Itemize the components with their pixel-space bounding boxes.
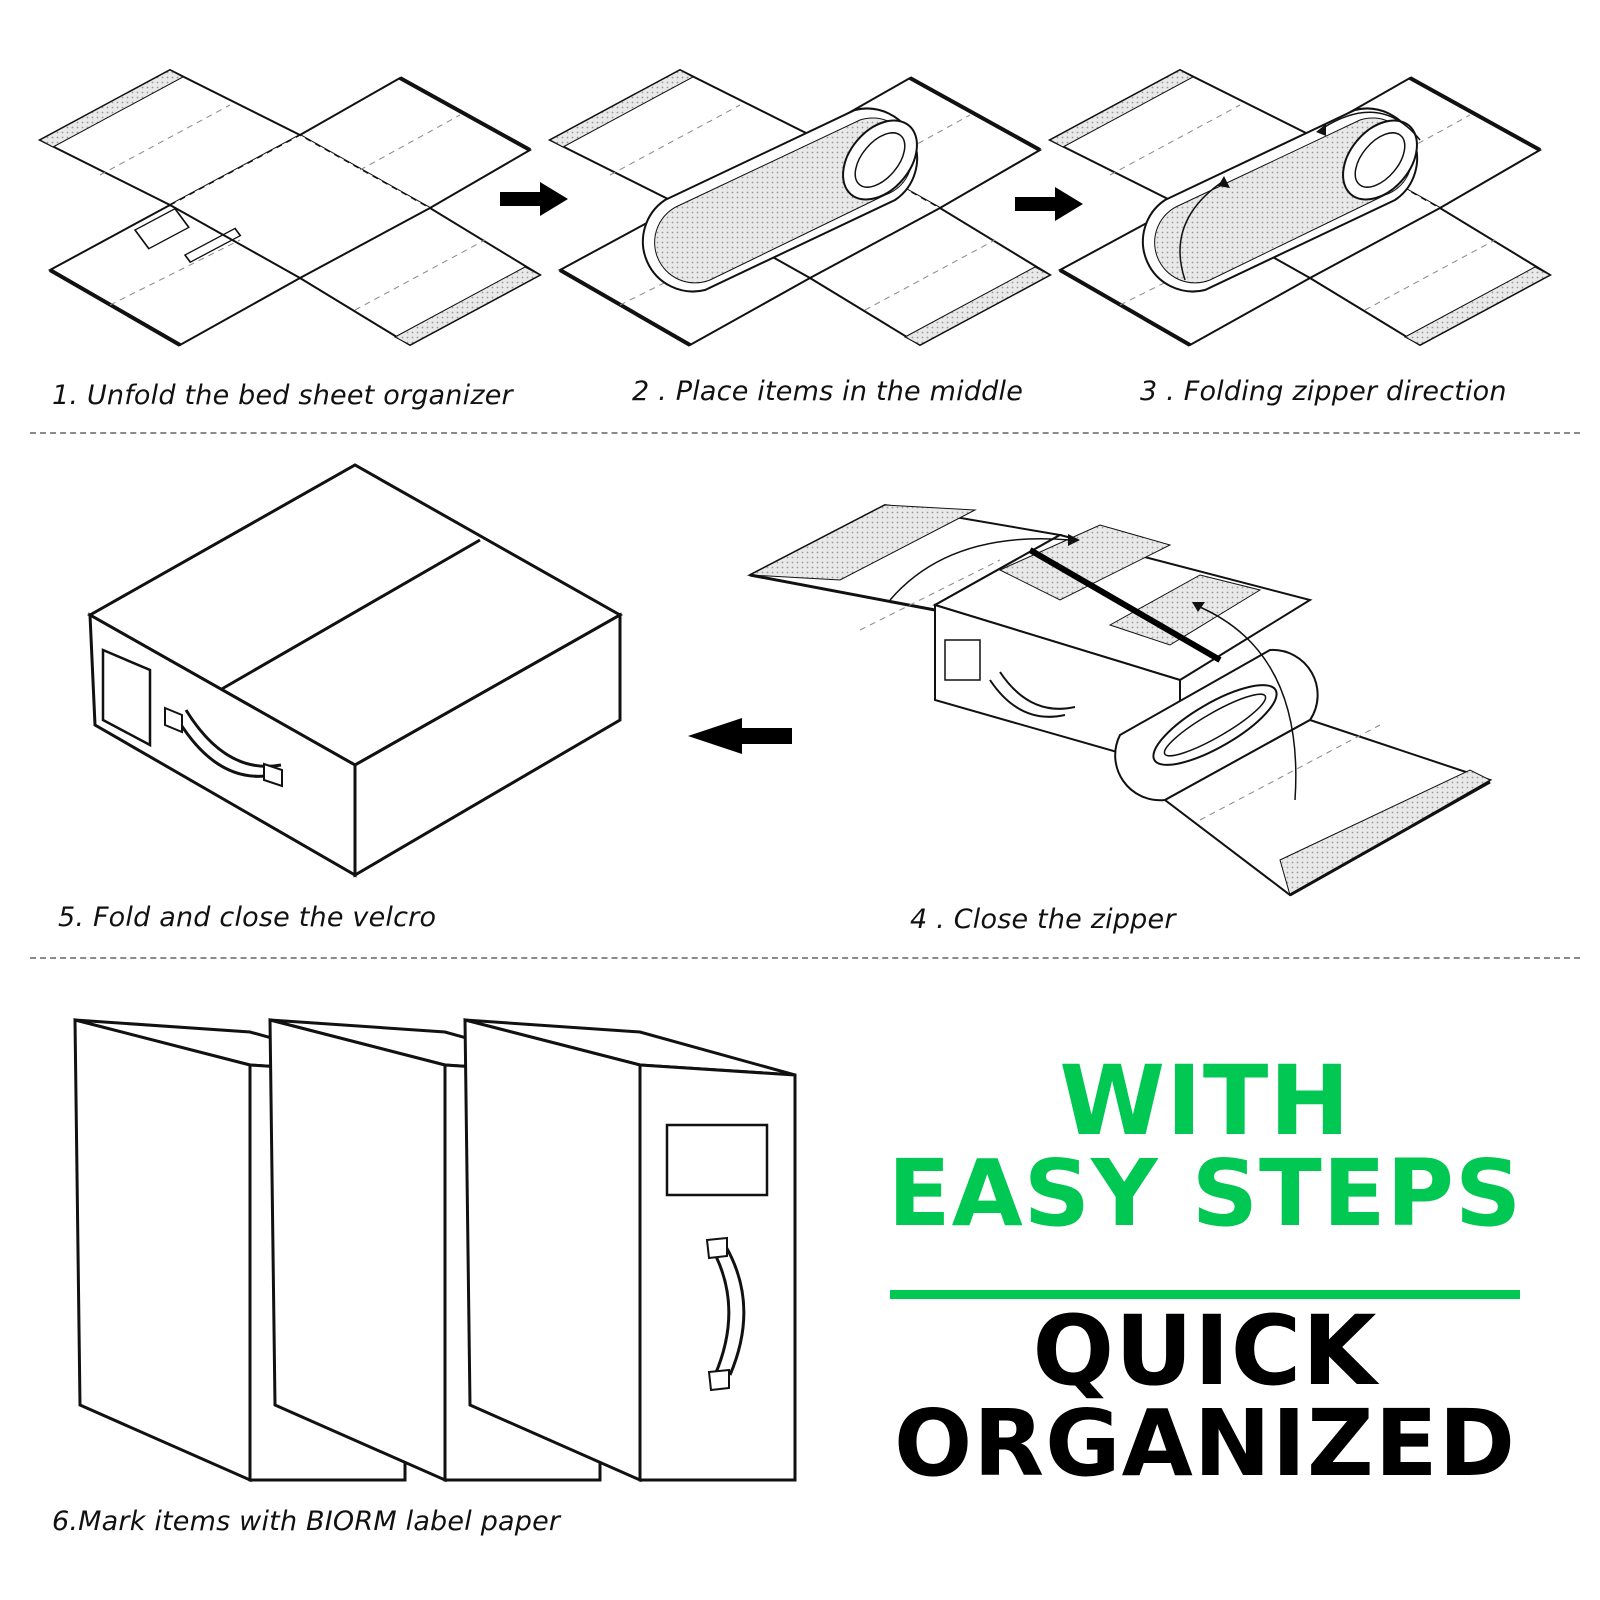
fold-arrow xyxy=(1179,179,1226,281)
step-1-caption: 1. Unfold the bed sheet organizer xyxy=(52,380,513,411)
step-4-caption: 4 . Close the zipper xyxy=(910,904,1176,935)
headline-organized: ORGANIZED xyxy=(894,1390,1516,1497)
labeled-box xyxy=(463,1018,797,1482)
unfolded-organizer xyxy=(38,68,542,347)
arrow-right-icon xyxy=(500,182,568,216)
zipper-closing-diagram xyxy=(746,503,1493,897)
section-divider xyxy=(30,432,1580,434)
step-5-caption: 5. Fold and close the velcro xyxy=(58,902,437,933)
closed-organizer-box xyxy=(86,463,624,878)
headline-with: WITH xyxy=(1059,1045,1351,1157)
step-3-caption: 3 . Folding zipper direction xyxy=(1140,376,1507,407)
headline-easy-steps: EASY STEPS xyxy=(887,1140,1523,1247)
section-divider xyxy=(30,957,1580,959)
headline-quick: QUICK xyxy=(1032,1295,1378,1407)
headline-divider xyxy=(890,1290,1520,1299)
arrow-right-icon xyxy=(1015,187,1083,221)
step-6-caption: 6.Mark items with BIORM label paper xyxy=(52,1506,561,1537)
fold-arrow xyxy=(1319,111,1421,141)
arrow-left-icon xyxy=(688,718,792,754)
step-2-caption: 2 . Place items in the middle xyxy=(632,376,1024,407)
